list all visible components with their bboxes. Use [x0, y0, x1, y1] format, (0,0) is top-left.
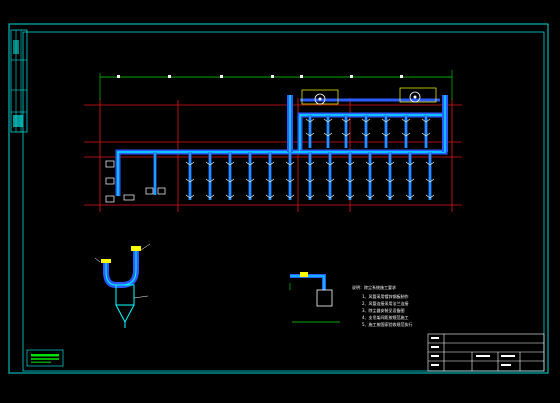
- hood-mark: [365, 161, 375, 166]
- hood-mark: [305, 118, 315, 123]
- outer-frame: [8, 23, 549, 374]
- hood-mark: [265, 178, 275, 183]
- hood-mark: [285, 194, 295, 199]
- hood-mark: [401, 132, 411, 137]
- note-3: 3、除尘器安装见设备图: [362, 307, 405, 313]
- hood-mark: [425, 161, 435, 166]
- hood-mark: [305, 132, 315, 137]
- dust-collector-elevation: [94, 243, 151, 328]
- note-4: 4、支吊架间距按规范施工: [362, 314, 409, 320]
- hood-mark: [341, 118, 351, 123]
- hood-mark: [405, 161, 415, 166]
- hood-mark: [185, 178, 195, 183]
- hood-mark: [365, 178, 375, 183]
- branch-drops: [185, 115, 435, 200]
- hood-mark: [365, 194, 375, 199]
- hood-mark: [185, 161, 195, 166]
- hood-mark: [185, 194, 195, 199]
- hood-mark: [205, 161, 215, 166]
- hood-mark: [225, 194, 235, 199]
- hood-mark: [205, 194, 215, 199]
- title-block-marks: [431, 337, 515, 366]
- note-5: 5、施工按国家验收规范执行: [362, 321, 413, 327]
- hood-mark: [425, 178, 435, 183]
- hood-mark: [323, 118, 333, 123]
- inner-frame: [22, 31, 545, 372]
- left-equipment: [105, 160, 166, 203]
- hood-mark: [285, 178, 295, 183]
- hood-mark: [245, 161, 255, 166]
- hood-mark: [385, 178, 395, 183]
- hood-mark: [341, 132, 351, 137]
- hood-mark: [421, 132, 431, 137]
- hood-mark: [421, 118, 431, 123]
- top-dimension: [99, 70, 453, 100]
- hood-mark: [381, 118, 391, 123]
- hood-mark: [285, 161, 295, 166]
- hood-mark: [401, 118, 411, 123]
- hood-mark: [381, 132, 391, 137]
- hood-mark: [345, 178, 355, 183]
- section-detail: [289, 272, 340, 323]
- hood-mark: [305, 161, 315, 166]
- fan-right: [399, 87, 437, 103]
- hood-mark: [265, 161, 275, 166]
- note-1: 1、风管采用镀锌钢板制作: [362, 293, 409, 299]
- hood-mark: [225, 178, 235, 183]
- hood-mark: [385, 161, 395, 166]
- logo-stamp: [26, 349, 64, 367]
- fan-left: [301, 89, 339, 105]
- hood-mark: [325, 178, 335, 183]
- title-block: [427, 333, 545, 372]
- binding-strip: [10, 29, 28, 133]
- hood-mark: [345, 194, 355, 199]
- hood-mark: [305, 194, 315, 199]
- hood-mark: [361, 118, 371, 123]
- hood-mark: [205, 178, 215, 183]
- hood-mark: [405, 194, 415, 199]
- note-2: 2、风管连接采用法兰连接: [362, 300, 409, 306]
- hood-mark: [325, 161, 335, 166]
- main-duct: [115, 95, 448, 196]
- hood-mark: [345, 161, 355, 166]
- hood-mark: [385, 194, 395, 199]
- hood-mark: [245, 178, 255, 183]
- hood-mark: [325, 194, 335, 199]
- hood-mark: [323, 132, 333, 137]
- hood-mark: [425, 194, 435, 199]
- note-title: 说明：除尘系统施工要求: [352, 284, 396, 290]
- hood-mark: [265, 194, 275, 199]
- hood-mark: [225, 161, 235, 166]
- hood-mark: [245, 194, 255, 199]
- hood-mark: [361, 132, 371, 137]
- hood-mark: [305, 178, 315, 183]
- hood-mark: [405, 178, 415, 183]
- design-notes: 说明：除尘系统施工要求 1、风管采用镀锌钢板制作 2、风管连接采用法兰连接 3、…: [352, 284, 413, 327]
